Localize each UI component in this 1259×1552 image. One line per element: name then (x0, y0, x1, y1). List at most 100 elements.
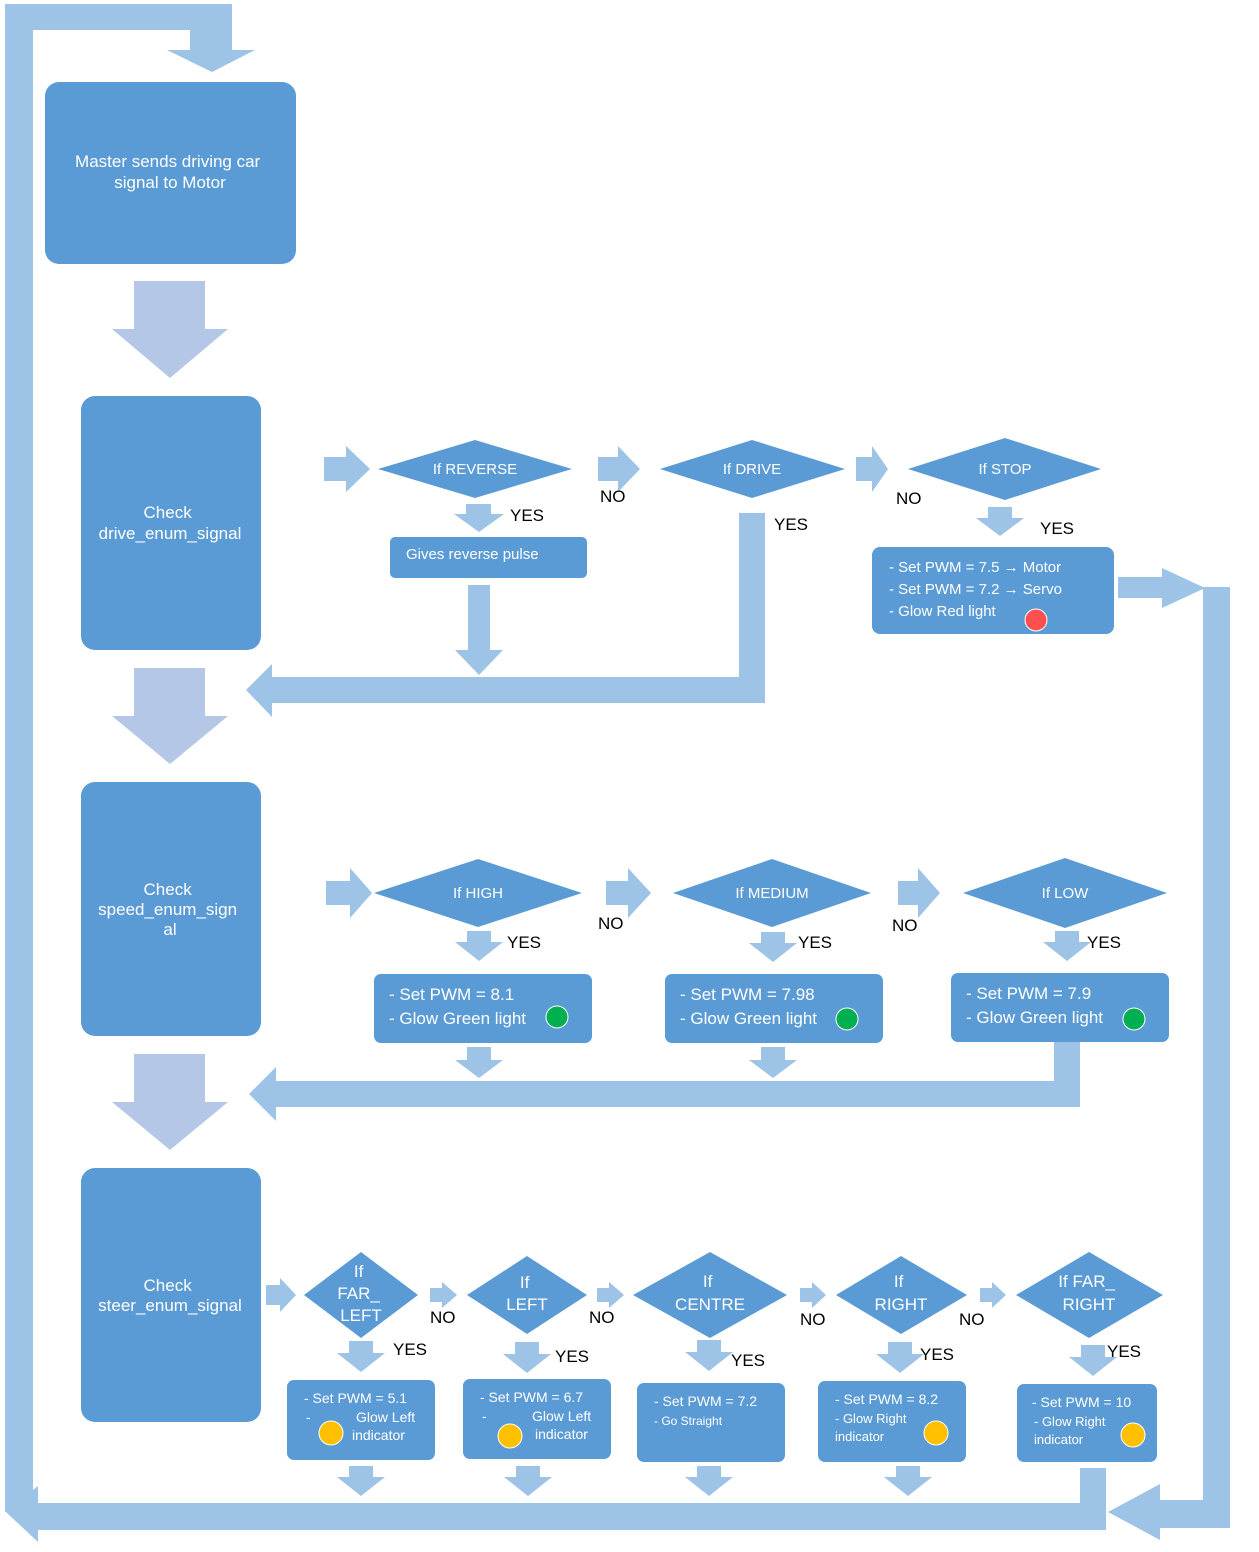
far-left-diamond (304, 1252, 418, 1338)
process-boxes: Master sends driving car signal to Motor… (45, 82, 296, 1422)
arrow-into-drive (598, 446, 640, 492)
low-diamond (963, 858, 1167, 928)
arrow-left-out (504, 1466, 552, 1496)
check-steer-text: Check steer_enum_signal (98, 1276, 242, 1315)
bottom-return-line (33, 1503, 1105, 1530)
arrow-into-far-right (980, 1282, 1006, 1308)
connectors (5, 4, 1230, 1542)
far-right-down-line (1080, 1468, 1106, 1530)
arrow-left-yes (503, 1342, 551, 1373)
stop-yes-label: YES (1040, 519, 1074, 538)
low-label: If LOW (1042, 885, 1090, 902)
left-loop-line (5, 4, 255, 1512)
arrow-into-stop (856, 446, 888, 492)
arrow-low-yes (1043, 931, 1091, 961)
reverse-no-label: NO (600, 487, 626, 506)
arrow-far-left-yes (337, 1341, 385, 1372)
drive-no-label: NO (896, 489, 922, 508)
far-left-action-text: - Set PWM = 5.1 - Glow Left indicator (304, 1390, 419, 1443)
check-speed-text: Check speed_enum_sign al (98, 880, 242, 939)
centre-no-label: NO (800, 1310, 826, 1329)
centre-action-text: - Set PWM = 7.2 - Go Straight (654, 1393, 762, 1428)
down-arrow-1 (112, 281, 228, 378)
arrow-reverse-yes (454, 504, 504, 532)
arrow-medium-yes (749, 932, 797, 962)
left-action-text: - Set PWM = 6.7 - Glow Left indicator (480, 1389, 595, 1442)
arrow-into-reverse (324, 446, 370, 492)
down-arrow-3 (112, 1054, 228, 1150)
check-drive-text: Check drive_enum_signal (99, 503, 242, 543)
drive-label: If DRIVE (723, 461, 781, 478)
centre-action-box (637, 1383, 785, 1462)
green-light-icon-low (1122, 1007, 1146, 1031)
arrow-into-right (800, 1282, 826, 1308)
master-text: Master sends driving car signal to Motor (75, 152, 265, 192)
arrow-centre-out (685, 1466, 733, 1496)
high-no-label: NO (598, 914, 624, 933)
arrow-stop-yes (976, 507, 1024, 536)
low-action-box (951, 973, 1169, 1042)
medium-label: If MEDIUM (735, 885, 808, 902)
right-yes-label: YES (920, 1345, 954, 1364)
medium-yes-label: YES (798, 933, 832, 952)
high-diamond (374, 859, 582, 927)
right-label: If RIGHT (875, 1272, 928, 1314)
stop-action-box (872, 547, 1114, 634)
drive-yes-label: YES (774, 515, 808, 534)
right-diamond (836, 1256, 967, 1334)
arrow-right-yes (876, 1342, 924, 1373)
arrow-into-left (430, 1282, 457, 1308)
arrow-into-medium (606, 868, 651, 918)
right-loop-arrowhead (1108, 1484, 1160, 1540)
arrow-into-centre (597, 1282, 624, 1308)
right-no-label: NO (959, 1310, 985, 1329)
stop-to-loop-arrow (1118, 568, 1205, 608)
left-no-label: NO (589, 1308, 615, 1327)
arrow-far-left-out (337, 1466, 385, 1496)
arrow-high-out (455, 1047, 503, 1078)
reverse-action-box (390, 537, 587, 578)
high-label: If HIGH (453, 885, 503, 902)
yellow-light-icon-left (497, 1423, 523, 1449)
steer-decisions: If FAR_ LEFT If LEFT If CENTRE If RIGHT … (287, 1252, 1163, 1462)
low-yes-label: YES (1087, 933, 1121, 952)
high-action-box (374, 974, 592, 1043)
far-right-action-box (1017, 1384, 1157, 1462)
medium-diamond (673, 859, 871, 927)
speed-decisions: If HIGH If MEDIUM If LOW - Set PWM = 8.1… (374, 858, 1169, 1043)
drive-merge-line (246, 513, 765, 717)
green-light-icon-medium (835, 1007, 859, 1031)
drive-decisions: If REVERSE If DRIVE If STOP Gives revers… (378, 438, 1114, 634)
left-diamond (467, 1256, 587, 1334)
centre-yes-label: YES (731, 1351, 765, 1370)
stop-diamond (908, 438, 1101, 500)
centre-label: If CENTRE (675, 1272, 745, 1314)
check-steer-box (81, 1168, 261, 1422)
arrow-medium-out (749, 1047, 797, 1078)
yellow-light-icon-right (923, 1420, 949, 1446)
far-left-label: If FAR_ LEFT (337, 1262, 384, 1325)
far-right-action-text: - Set PWM = 10 - Glow Right indicator (1032, 1394, 1136, 1447)
right-action-text: - Set PWM = 8.2 - Glow Right indicator (835, 1391, 943, 1444)
medium-action-text: - Set PWM = 7.98 - Glow Green light (680, 985, 819, 1028)
reverse-diamond (378, 440, 572, 498)
drive-diamond (660, 440, 845, 498)
far-right-label: If FAR_ RIGHT (1058, 1272, 1119, 1314)
arrow-into-high (326, 868, 372, 918)
left-label: If LEFT (506, 1273, 548, 1314)
far-left-yes-label: YES (393, 1340, 427, 1359)
reverse-down-arrow (455, 585, 503, 675)
medium-action-box (665, 974, 883, 1043)
down-arrow-2 (112, 668, 228, 764)
far-right-yes-label: YES (1107, 1342, 1141, 1361)
right-loop-line (1157, 587, 1230, 1528)
stop-action-text: - Set PWM = 7.5 → Motor - Set PWM = 7.2 … (889, 559, 1066, 620)
high-action-text: - Set PWM = 8.1 - Glow Green light (389, 985, 526, 1028)
reverse-action-text: Gives reverse pulse (406, 546, 539, 563)
arrow-into-low (898, 868, 940, 918)
arrow-into-far-left (266, 1278, 296, 1312)
check-speed-box (81, 782, 261, 1036)
left-loop-arrowhead (6, 1486, 38, 1542)
yellow-light-icon-far-right (1120, 1422, 1146, 1448)
